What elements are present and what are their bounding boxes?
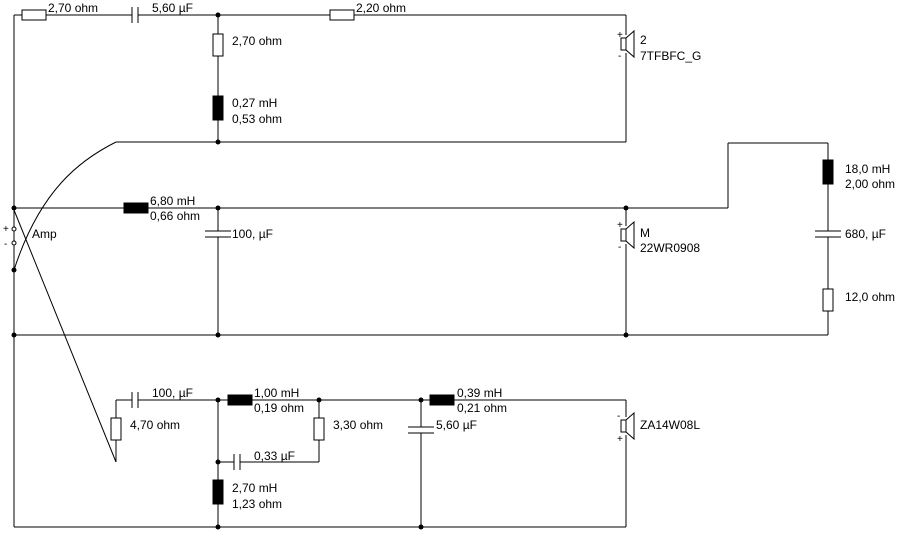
capacitor-mid-label: 100, µF [232,227,273,241]
inductor-top-shunt-label-2: 0,53 ohm [232,112,282,126]
inductor-bottom-2-label-1: 0,39 mH [457,386,502,400]
amp-terminals: + - [3,224,17,250]
inductor-top-shunt-label-1: 0,27 mH [232,96,277,110]
capacitor-bottom-shunt [408,426,434,434]
speaker-woofer: - + [617,411,635,445]
svg-text:-: - [618,242,621,253]
speaker-mid: + - [617,220,635,253]
resistor-top-right-label: 2,20 ohm [356,1,406,15]
inductor-notch [822,159,834,185]
inductor-bottom-1-label-2: 0,19 ohm [254,401,304,415]
svg-text:-: - [617,411,620,422]
speaker-tweeter-label-1: 2 [640,33,647,47]
capacitor-mid [205,230,231,238]
resistor-top-series-label: 2,70 ohm [48,1,98,15]
resistor-notch-label: 12,0 ohm [845,290,895,304]
amp-label: Amp [32,227,57,241]
capacitor-notch-label: 680, µF [845,227,886,241]
resistor-top-shunt-label: 2,70 ohm [232,34,282,48]
resistor-zobel [313,417,325,441]
speaker-mid-label-1: M [640,226,650,240]
resistor-top-series [21,9,47,21]
capacitor-bottom [131,392,139,408]
svg-text:+: + [617,30,623,41]
speaker-tweeter-label-2: 7TFBFC_G [640,49,701,63]
inductor-notch-label-1: 18,0 mH [845,162,890,176]
svg-text:-: - [618,51,621,62]
capacitor-top-label: 5,60 µF [152,1,193,15]
inductor-mid [123,202,149,214]
amp-plus-sign: + [3,224,9,235]
inductor-mid-label-1: 6,80 mH [150,194,195,208]
amp-minus-sign: - [4,239,7,250]
inductor-bottom-1 [227,394,253,406]
resistor-zobel-label: 3,30 ohm [333,418,383,432]
inductor-top-shunt [212,95,224,121]
capacitor-bottom-label: 100, µF [152,386,193,400]
speaker-tweeter: + - [617,29,635,62]
inductor-bottom-shunt-label-2: 1,23 ohm [232,497,282,511]
inductor-bottom-1-label-1: 1,00 mH [254,386,299,400]
svg-text:+: + [617,434,623,445]
speaker-woofer-label: ZA14W08L [640,418,700,432]
capacitor-notch [815,230,841,238]
capacitor-bottom-shunt-label: 5,60 µF [436,418,477,432]
wires [13,14,829,528]
capacitor-top [131,7,139,23]
resistor-bottom-label: 4,70 ohm [130,418,180,432]
inductor-bottom-shunt-label-1: 2,70 mH [232,481,277,495]
junction-dots [11,12,629,530]
resistor-top-shunt [212,33,224,57]
svg-text:+: + [617,220,623,231]
capacitor-zobel [233,454,241,470]
inductor-mid-label-2: 0,66 ohm [150,209,200,223]
inductor-bottom-2-label-2: 0,21 ohm [457,401,507,415]
speaker-mid-label-2: 22WR0908 [640,241,700,255]
inductor-notch-label-2: 2,00 ohm [845,177,895,191]
resistor-top-right [329,9,355,21]
capacitor-zobel-label: 0,33 µF [254,449,295,463]
inductor-bottom-2 [429,394,455,406]
inductor-bottom-shunt [212,479,224,505]
resistor-bottom [110,417,122,441]
resistor-notch [822,288,834,312]
